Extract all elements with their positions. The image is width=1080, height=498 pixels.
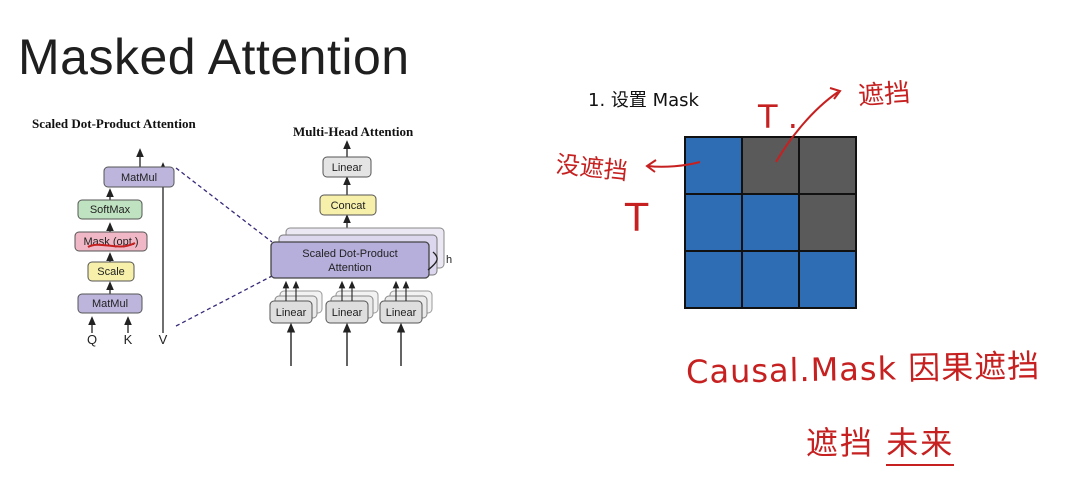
mask-cell-masked <box>798 193 857 252</box>
annotation-future: 未来 <box>886 424 955 466</box>
mha-sdpa-label-2: Attention <box>328 262 371 274</box>
mask-grid <box>684 136 857 309</box>
arrow-to-unmasked-note <box>647 161 701 168</box>
annotation-causal-mask: Causal.Mask 因果遮挡 <box>685 346 1041 392</box>
mask-cell-visible <box>684 193 743 252</box>
matmul-bottom-block <box>77 293 143 314</box>
slide-title: Masked Attention <box>18 29 410 85</box>
mha-sdpa-label-1: Scaled Dot-Product <box>302 248 397 260</box>
mha-linear-top-label: Linear <box>332 162 363 174</box>
scale-block <box>87 261 135 282</box>
linear-stack-2: Linear <box>325 290 379 324</box>
linear-input-label-2: Linear <box>332 307 363 319</box>
zoom-line-bottom <box>175 275 273 327</box>
matmul-top-block <box>103 166 175 188</box>
mask-step-label: 1. 设置 Mask <box>588 90 699 111</box>
input-q: Q <box>87 332 97 347</box>
softmax-block <box>77 199 143 220</box>
mha-diagram: Linear Concat Scaled Dot-Product Attenti… <box>269 140 452 366</box>
mask-cell-visible <box>798 250 857 309</box>
scale-label: Scale <box>97 266 125 278</box>
mask-cell-visible <box>741 193 800 252</box>
mha-heading: Multi-Head Attention <box>293 124 414 139</box>
mask-scribble <box>87 242 136 248</box>
mask-cell-visible <box>684 136 743 195</box>
linear-stack-1: Linear <box>269 290 323 324</box>
mha-sdpa-block <box>270 241 430 279</box>
annotation-t-top: T . <box>758 98 798 136</box>
concat-label: Concat <box>331 200 366 212</box>
sdpa-heading: Scaled Dot-Product Attention <box>32 116 196 131</box>
linear-input-label-3: Linear <box>386 307 417 319</box>
annotation-mask-future: 遮挡 未来 <box>806 418 955 466</box>
input-v: V <box>159 332 168 347</box>
softmax-label: SoftMax <box>90 204 131 216</box>
mask-cell-masked <box>741 136 800 195</box>
zoom-line-top <box>175 167 273 243</box>
input-k: K <box>124 332 133 347</box>
matmul-bottom-label: MatMul <box>92 298 128 310</box>
mask-cell-visible <box>684 250 743 309</box>
mask-cell-visible <box>741 250 800 309</box>
h-bracket <box>427 251 438 271</box>
linear-input-label-1: Linear <box>276 307 307 319</box>
concat-block <box>319 194 377 216</box>
linear-stack-3: Linear <box>379 290 433 324</box>
arrow-to-masked-note <box>775 91 839 163</box>
sdpa-diagram: MatMul SoftMax Mask (opt.) Scale MatMul … <box>74 148 175 347</box>
annotation-masked: 遮挡 <box>857 78 912 112</box>
mask-cell-masked <box>798 136 857 195</box>
matmul-top-label: MatMul <box>121 172 157 184</box>
annotation-t-left: T <box>625 196 649 240</box>
annotation-unmasked: 没遮挡 <box>554 150 630 186</box>
h-label: h <box>446 254 452 266</box>
mha-linear-top-block <box>322 156 372 178</box>
annotation-mask-word: 遮挡 <box>806 424 875 462</box>
